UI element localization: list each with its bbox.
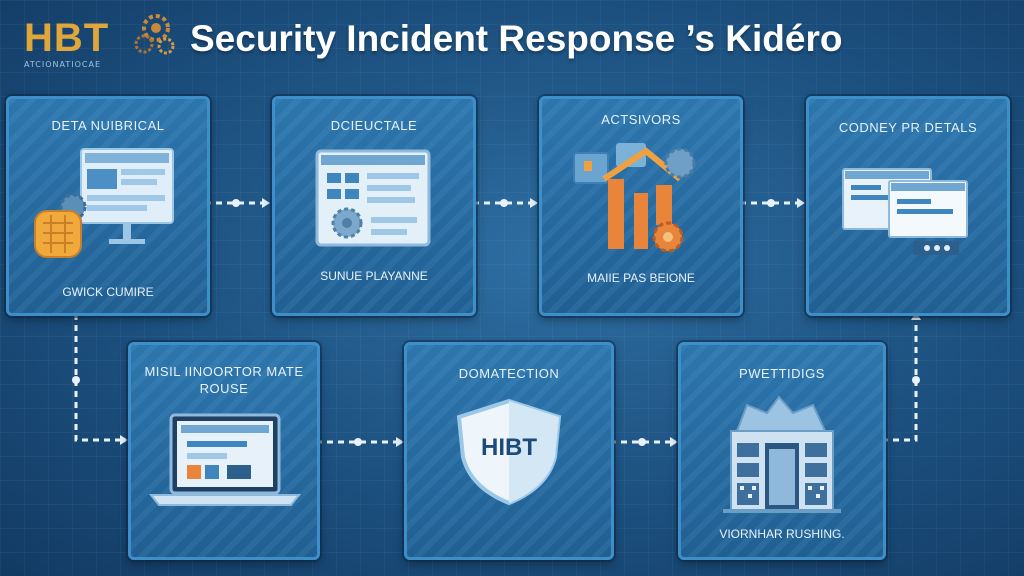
app-window-icon xyxy=(315,149,431,247)
step-5-title: MISIL IINOORTOR MATE ROUSE xyxy=(144,364,304,396)
step-7-caption: VIORNHAR RUSHING. xyxy=(719,527,845,541)
house-gear-icon xyxy=(573,143,696,253)
logo-text: HBT xyxy=(24,16,110,60)
step-card-7: PWETTIDIGS VIORNHAR RUSHING. xyxy=(678,342,886,560)
header: HBT ATCIONATIOCAE Security Incident Resp… xyxy=(22,4,1002,74)
page-title: Security Incident Response ’s Kidéro xyxy=(190,18,843,59)
step-card-3: ACTSIVORS MAIIE PAS BEIONE xyxy=(539,96,743,316)
step-3-caption: MAIIE PAS BEIONE xyxy=(587,271,695,285)
step-1-title: DETA NUIBRICAL xyxy=(51,118,165,133)
step-card-5: MISIL IINOORTOR MATE ROUSE xyxy=(128,342,320,560)
step-2-caption: SUNUE PLAYANNE xyxy=(320,269,428,283)
connector-1-5 xyxy=(74,314,126,442)
step-4-title: CODNEY PR DETALS xyxy=(838,120,978,135)
logo-subtext: ATCIONATIOCAE xyxy=(24,60,102,69)
building-icon xyxy=(723,395,841,513)
step-card-4: CODNEY PR DETALS xyxy=(806,96,1010,316)
step-6-title: DOMATECTION xyxy=(458,366,560,381)
step-card-1: DETA NUIBRICAL GWICK CUMIRE xyxy=(6,96,210,316)
stacked-windows-icon xyxy=(842,168,968,255)
gear-cluster-icon xyxy=(134,14,175,55)
shield-label: HIBT xyxy=(481,434,537,461)
monitor-dashboard-icon xyxy=(34,148,174,258)
step-3-title: ACTSIVORS xyxy=(601,112,681,127)
step-card-6: DOMATECTION HIBT xyxy=(404,342,614,560)
step-7-title: PWETTIDIGS xyxy=(739,366,825,381)
logo: HBT ATCIONATIOCAE xyxy=(22,4,182,74)
shield-icon: HIBT xyxy=(456,398,562,506)
step-card-2: DCIEUCTALE SUNUE PLAYANNE xyxy=(272,96,476,316)
step-1-caption: GWICK CUMIRE xyxy=(62,285,154,299)
step-2-title: DCIEUCTALE xyxy=(330,118,418,133)
laptop-icon xyxy=(148,413,302,506)
connector-7-4 xyxy=(882,314,918,442)
